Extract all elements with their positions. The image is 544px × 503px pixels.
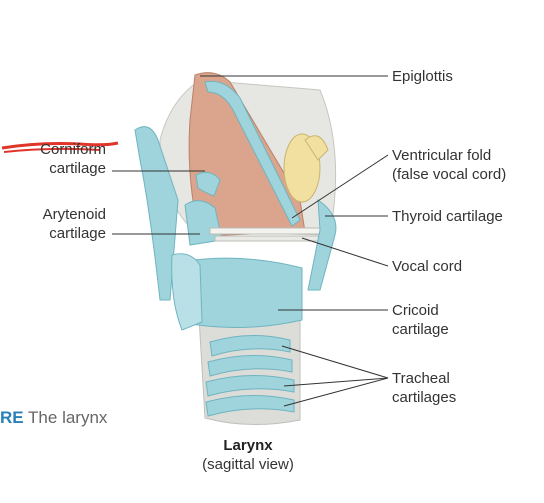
tracheal-ring bbox=[207, 355, 293, 377]
figure-caption: RE The larynx bbox=[0, 408, 107, 428]
corniculate-cartilage-shape bbox=[134, 126, 179, 301]
label-thyroid-cartilage: Thyroid cartilage bbox=[392, 208, 503, 225]
label-corniculate-cartilage: Corniform cartilage bbox=[40, 141, 106, 177]
label-cricoid-cartilage: Cricoid cartilage bbox=[392, 302, 449, 338]
epiglottis-tip bbox=[304, 135, 329, 161]
tracheal-ring bbox=[205, 395, 295, 417]
caption-prefix: RE bbox=[0, 408, 24, 427]
cricoid-cartilage-shape bbox=[179, 257, 303, 328]
label-ventricular-fold: Ventricular fold (false vocal cord) bbox=[392, 147, 507, 183]
label-epiglottis: Epiglottis bbox=[392, 68, 453, 85]
epiglottis-shape bbox=[204, 80, 301, 227]
leader-vocal-cord bbox=[301, 237, 389, 267]
corniculate-knob bbox=[195, 171, 221, 197]
leader-tracheal-1 bbox=[281, 345, 389, 379]
title-main: Larynx bbox=[223, 437, 273, 454]
label-tracheal-cartilages: Tracheal cartilages bbox=[392, 370, 457, 406]
epiglottis-fat-pad bbox=[283, 133, 321, 203]
tracheal-ring bbox=[205, 375, 295, 397]
vocal-cord-band bbox=[209, 227, 321, 235]
title-sub: (sagittal view) bbox=[202, 456, 294, 473]
diagram-title: Larynx (sagittal view) bbox=[188, 436, 308, 474]
red-strike-mark bbox=[3, 147, 101, 153]
leader-tracheal-2 bbox=[283, 377, 389, 387]
caption-text: The larynx bbox=[28, 408, 108, 427]
red-strike-mark bbox=[1, 141, 119, 150]
leader-tracheal-3 bbox=[283, 377, 389, 407]
cricoid-left-lobe bbox=[171, 253, 203, 331]
label-vocal-cord: Vocal cord bbox=[392, 258, 463, 275]
leader-ventricular-fold bbox=[291, 154, 389, 219]
tracheal-ring bbox=[209, 335, 291, 357]
label-arytenoid-cartilage: Arytenoid cartilage bbox=[42, 206, 106, 242]
